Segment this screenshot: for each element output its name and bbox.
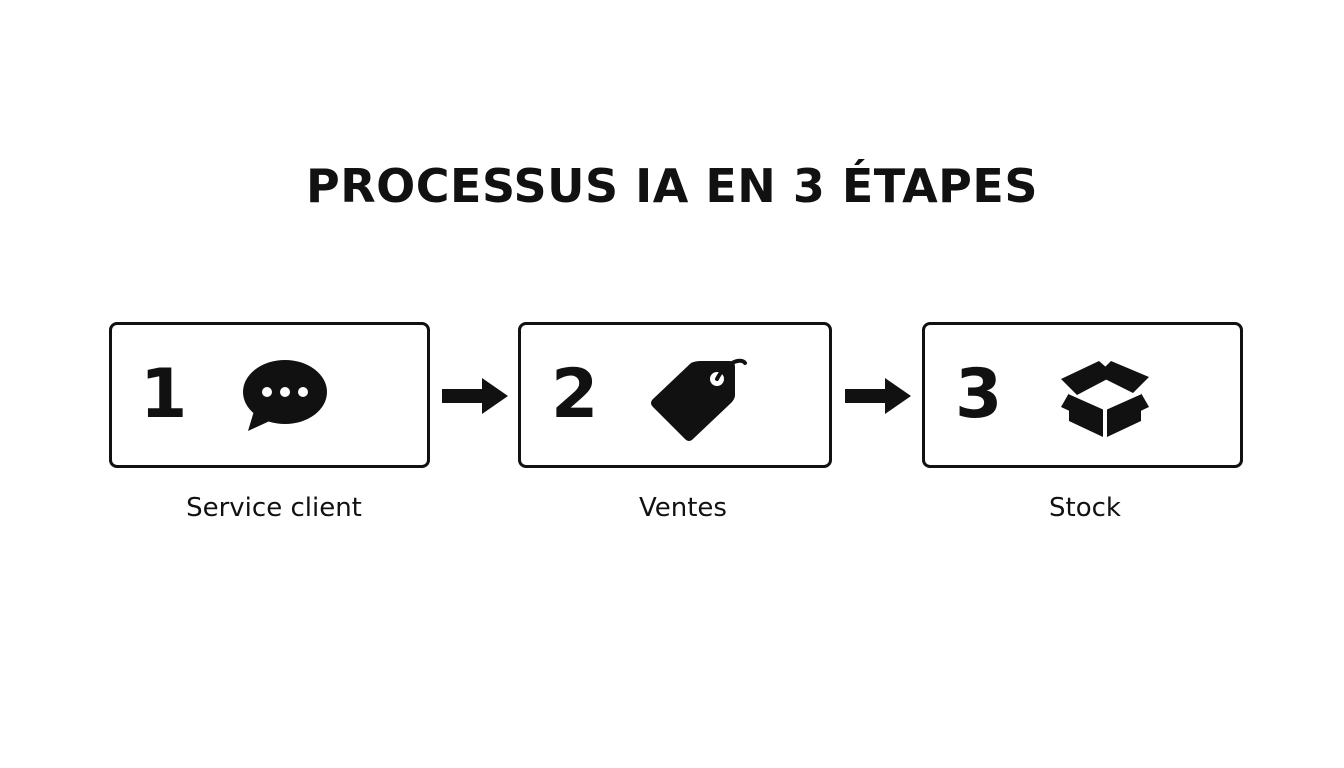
step-3-number: 3 <box>955 355 1003 434</box>
arrow-right-icon <box>845 378 911 414</box>
step-2-box: 2 <box>518 322 832 468</box>
arrow-right-icon <box>442 378 508 414</box>
price-tag-icon <box>651 358 747 441</box>
step-1-label: Service client <box>186 493 362 523</box>
step-2-number: 2 <box>551 355 599 434</box>
step-3-label: Stock <box>1049 493 1121 523</box>
chat-bubble-icon <box>243 360 327 431</box>
step-2-label: Ventes <box>639 493 727 523</box>
step-1-box: 1 <box>109 322 430 468</box>
step-3-box: 3 <box>922 322 1243 468</box>
box-icon <box>1061 361 1149 439</box>
page-title: PROCESSUS IA EN 3 ÉTAPES <box>306 159 1038 213</box>
step-1-number: 1 <box>140 355 188 434</box>
